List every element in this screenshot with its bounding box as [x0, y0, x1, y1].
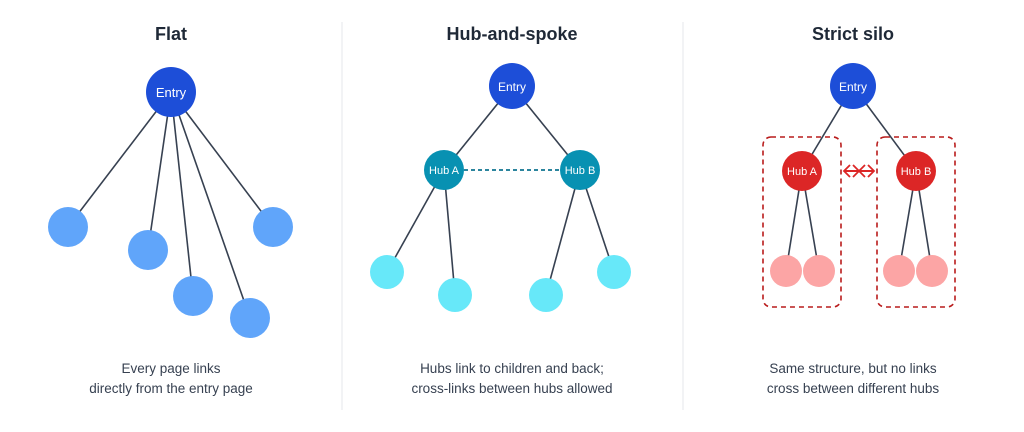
blocked-cross-link	[842, 164, 876, 178]
silo-boundary-a	[762, 136, 842, 308]
hub-b-label: Hub B	[565, 165, 596, 177]
leaf-node	[803, 255, 835, 287]
caption-hub-line-1: Hubs link to children and back;	[420, 361, 604, 376]
entry-node-label: Entry	[156, 85, 187, 100]
hub-a-node	[782, 151, 822, 191]
panel-strict-silo: Strict silo Entry Hub A Hub B Same struc…	[762, 24, 956, 396]
edge-entry-leaf-5	[170, 91, 274, 228]
leaf-node	[883, 255, 915, 287]
leaf-node	[370, 255, 404, 289]
caption-silo-line-1: Same structure, but no links	[769, 361, 937, 376]
panel-title-hub-and-spoke: Hub-and-spoke	[446, 24, 577, 44]
edge-entry-leaf-1	[67, 91, 172, 228]
caption-flat-line-1: Every page links	[121, 361, 220, 376]
leaf-node	[48, 207, 88, 247]
silo-boundary-b	[876, 136, 956, 308]
caption-hub-line-2: cross-links between hubs allowed	[411, 381, 612, 396]
leaf-node	[597, 255, 631, 289]
panel-hub-and-spoke: Hub-and-spoke Entry Hub A Hub B Hubs lin…	[370, 24, 631, 396]
entry-node	[489, 63, 535, 109]
leaf-node	[529, 278, 563, 312]
entry-node-label: Entry	[839, 80, 867, 94]
panel-title-flat: Flat	[155, 24, 187, 44]
hub-a-node	[424, 150, 464, 190]
entry-node-label: Entry	[498, 80, 526, 94]
leaf-node	[128, 230, 168, 270]
edge-entry-leaf-2	[147, 91, 172, 251]
hub-b-node	[896, 151, 936, 191]
edge-entry-leaf-3	[170, 91, 194, 297]
leaf-node	[438, 278, 472, 312]
caption-silo-line-2: cross between different hubs	[767, 381, 940, 396]
leaf-node	[770, 255, 802, 287]
leaf-node	[173, 276, 213, 316]
hub-b-node	[560, 150, 600, 190]
edge-hub-a-leaf-2	[443, 169, 456, 296]
panel-flat: Flat Entry Every page links directly fro…	[48, 24, 293, 396]
entry-node	[146, 67, 196, 117]
edge-hub-b-leaf-1	[545, 169, 581, 296]
entry-node	[830, 63, 876, 109]
hub-b-label: Hub B	[901, 166, 932, 178]
leaf-node	[253, 207, 293, 247]
hub-a-label: Hub A	[429, 165, 460, 177]
hub-a-label: Hub A	[787, 166, 818, 178]
leaf-node	[230, 298, 270, 338]
caption-flat-line-2: directly from the entry page	[89, 381, 253, 396]
edge-entry-leaf-4	[170, 91, 251, 319]
leaf-node	[916, 255, 948, 287]
panel-title-strict-silo: Strict silo	[812, 24, 894, 44]
